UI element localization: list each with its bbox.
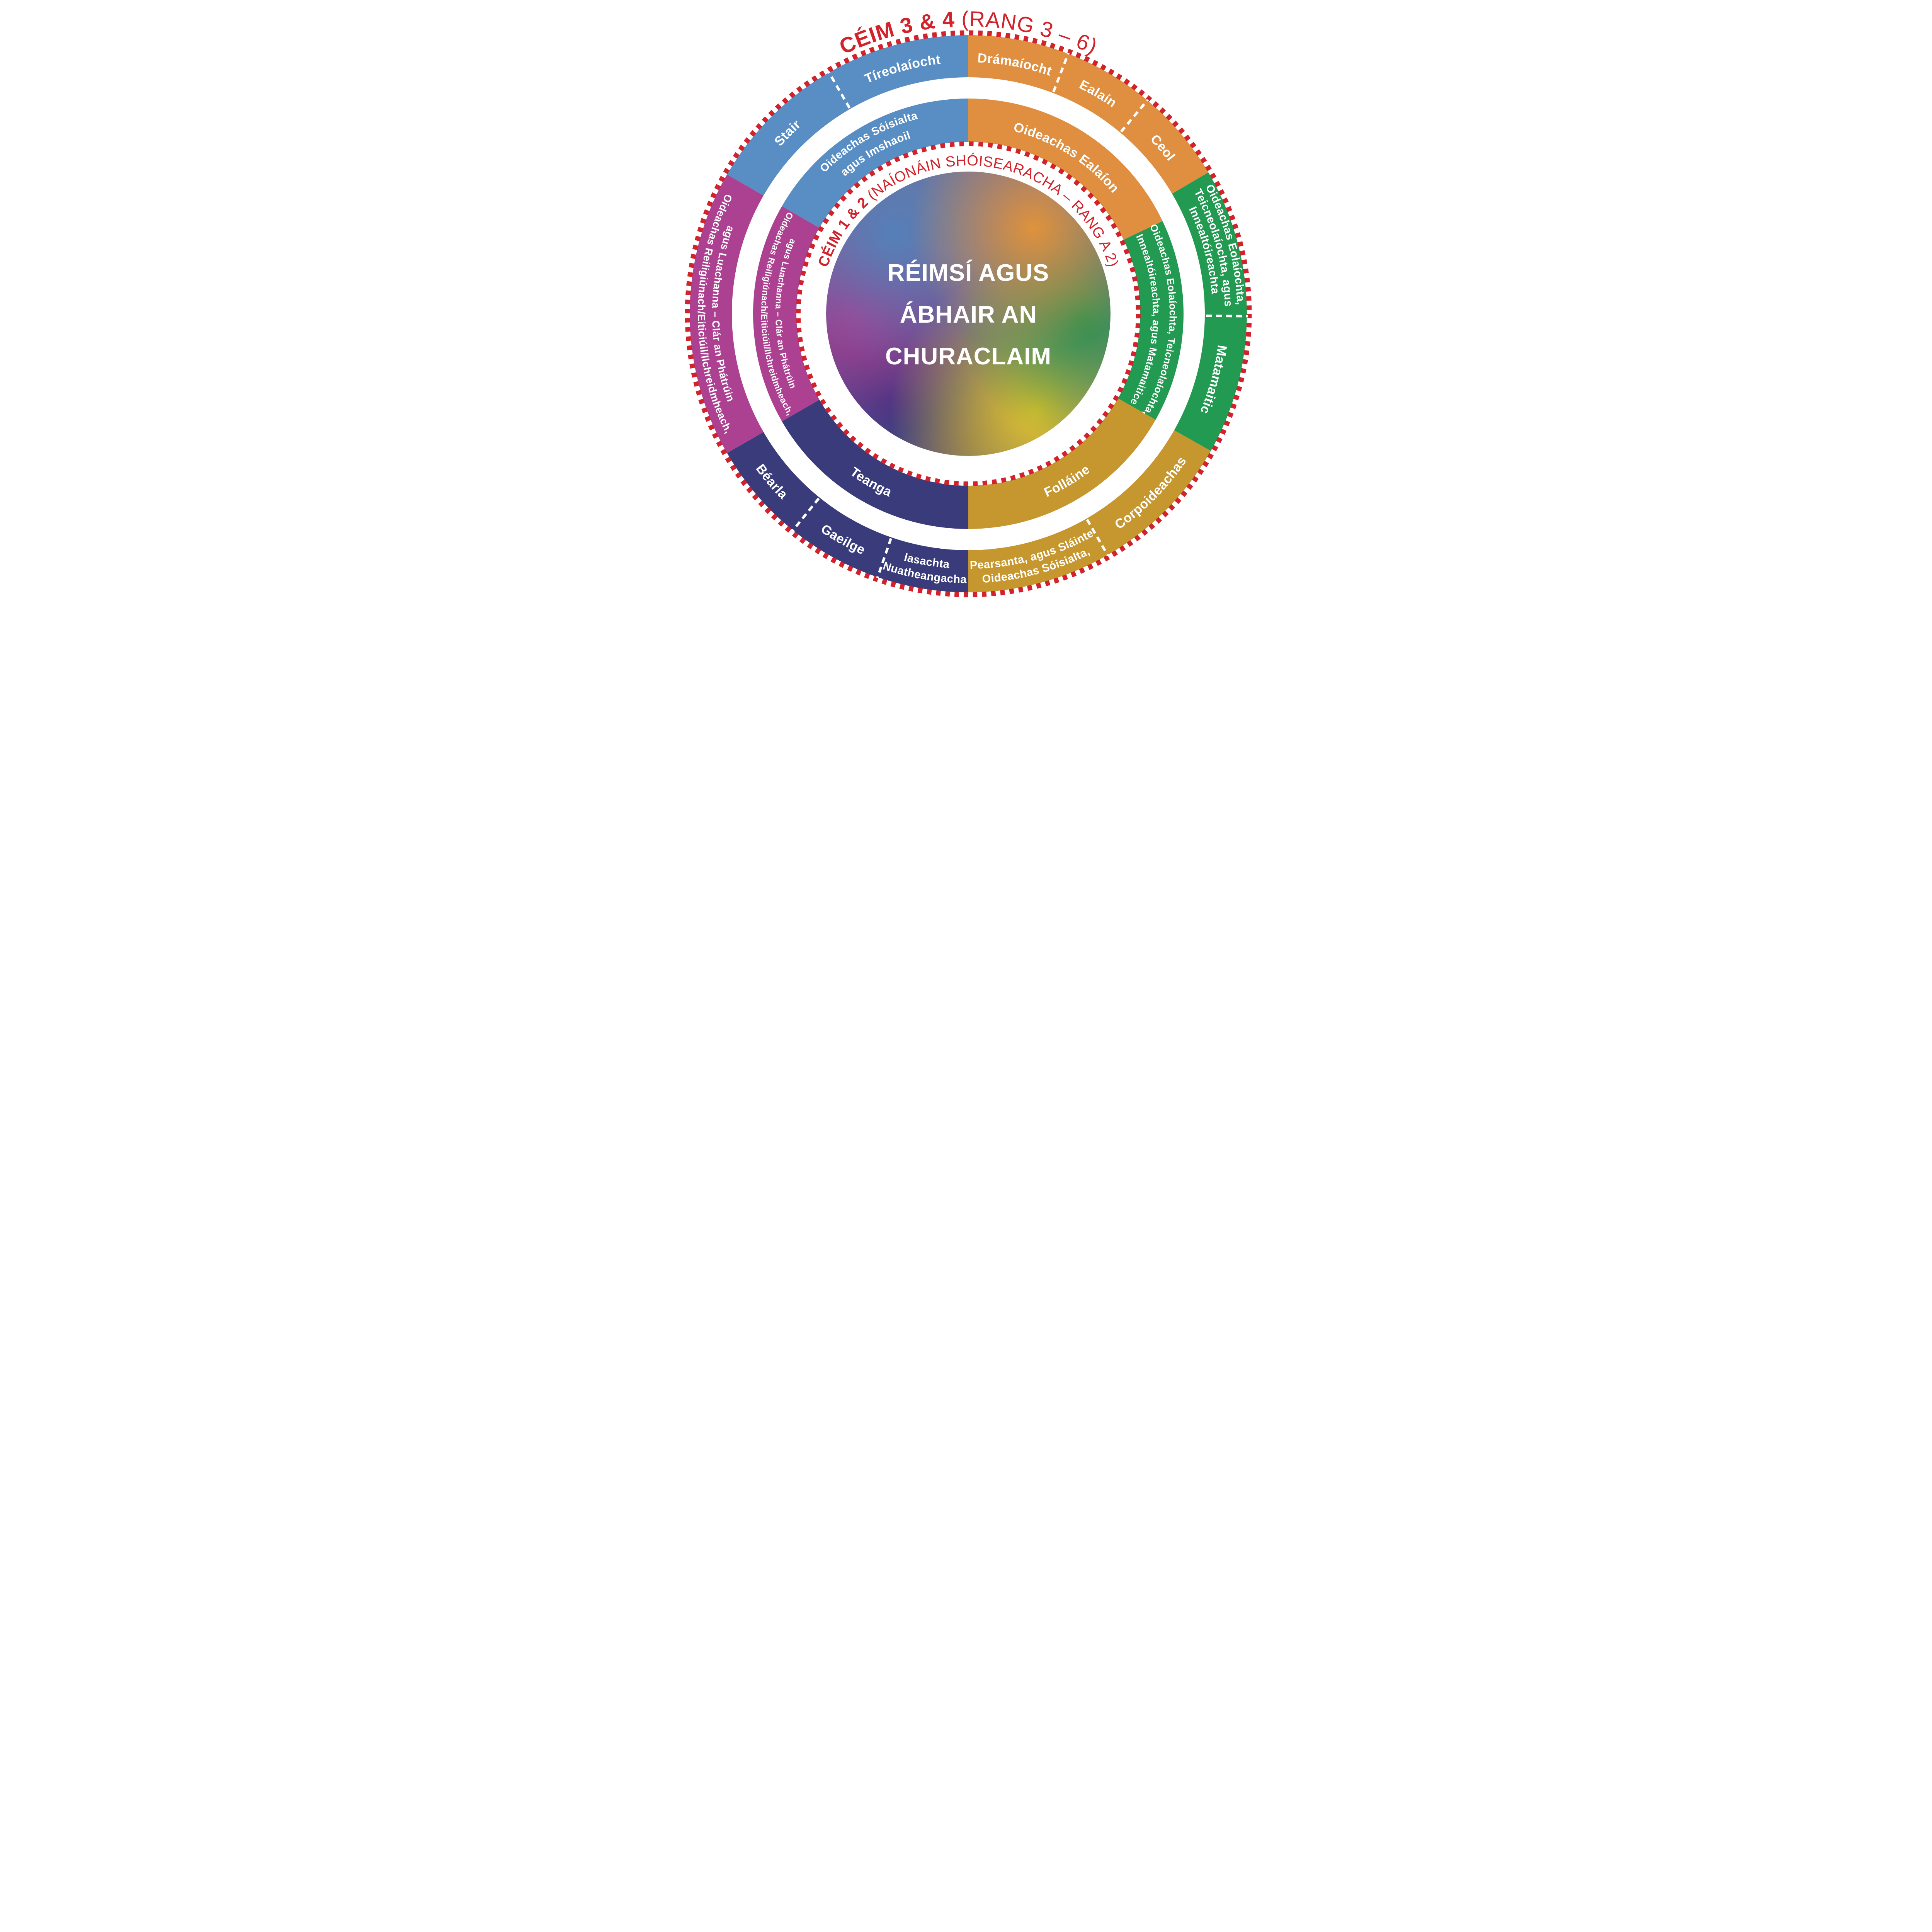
inner-segment-green: [1118, 221, 1184, 420]
center-title-line1: RÉIMSÍ AGUS: [888, 260, 1049, 286]
inner-segment-gold: [968, 398, 1156, 529]
center-gradient-circle: [826, 172, 1111, 456]
outer-segment-orange: [968, 35, 1209, 194]
inner-segment-orange: [968, 99, 1163, 240]
curriculum-wheel-page: CÉIM 3 & 4 (RANG 3 – 6) CÉIM 1 & 2 (NAÍO…: [676, 0, 1256, 605]
center-title-line3: CHURACLAIM: [885, 343, 1051, 370]
separator-dashed-line: [1086, 519, 1109, 556]
outer-segment-gold: [968, 430, 1211, 592]
outer-segment-blue: [727, 35, 968, 196]
inner-dashed-ring: [796, 141, 1141, 486]
subject-separators: [791, 52, 1248, 578]
inner-segment-magenta: [753, 206, 820, 422]
center-title-line2: ÁBHAIR AN: [900, 301, 1037, 328]
separator-dashed-line: [1120, 99, 1149, 133]
separator-dashed-line: [791, 497, 820, 532]
outer-segment-navy: [727, 432, 968, 592]
separator-dashed-line: [827, 71, 851, 109]
separator-dashed-line: [1052, 52, 1070, 92]
outer-dashed-ring: [685, 30, 1252, 597]
ring-segments: [690, 35, 1247, 592]
dashed-stage-rings: [685, 30, 1252, 597]
inner-segment-blue: [782, 98, 968, 228]
outer-segment-magenta: [690, 174, 764, 453]
outer-segment-green: [1172, 172, 1247, 451]
curriculum-wheel: CÉIM 3 & 4 (RANG 3 – 6) CÉIM 1 & 2 (NAÍO…: [685, 7, 1252, 597]
inner-segment-navy: [782, 400, 968, 529]
separator-dashed-line: [876, 538, 892, 578]
